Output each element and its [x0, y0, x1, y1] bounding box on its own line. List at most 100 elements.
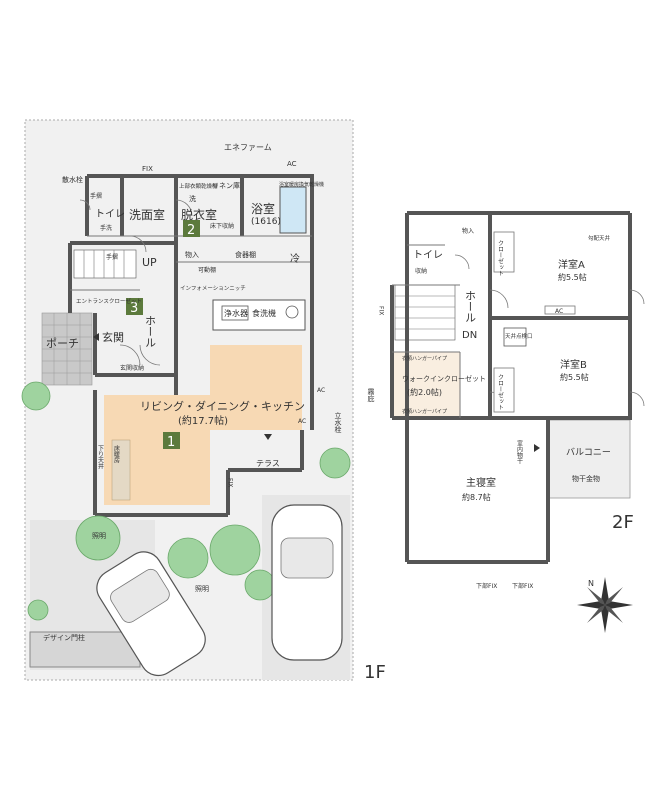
- floor-label-1f: 1F: [364, 662, 386, 683]
- label-indoor-dry: 室内物干: [516, 439, 523, 465]
- label-hall-2f: ホール: [464, 290, 477, 323]
- label-room-a-size: 約5.5帖: [558, 272, 587, 282]
- label-ac-outdoor: AC: [287, 160, 297, 168]
- label-enefarm: エネファーム: [224, 143, 272, 152]
- closet-a: [493, 231, 515, 273]
- label-cupboard: 食器棚: [235, 250, 256, 259]
- label-wic: ウォークインクローゼット: [402, 374, 486, 383]
- label-hanger-bottom: 衣類ハンガーパイプ: [402, 408, 447, 415]
- label-toilet-storage: 手洗: [100, 224, 112, 232]
- badge-3: [126, 298, 143, 315]
- label-up: UP: [142, 256, 157, 269]
- label-dry-rack: 物干金物: [572, 474, 600, 483]
- label-closet-b: クローゼット: [497, 374, 504, 410]
- ceiling-hatch: [503, 327, 527, 347]
- floor-label-2f: 2F: [612, 512, 634, 533]
- label-faucet: 立水栓: [334, 411, 342, 434]
- labels-1f: 1F エネファーム AC FIX 散水栓 トイレ 手摺 手洗 洗面室 脱衣室 2…: [43, 143, 386, 683]
- label-fix-bottom-b: 下部FIX: [512, 582, 533, 590]
- label-hanger-top: 衣類ハンガーパイプ: [402, 355, 447, 362]
- indoor-dry-arrow-icon: [534, 444, 540, 452]
- labels-2f: 2F トイレ 収納 物入 ホール DN FIX 洋室A 約5.5帖 クローゼット…: [367, 227, 634, 590]
- label-bath-note: 浴室暖房換気乾燥機: [279, 181, 324, 188]
- label-balcony: バルコニー: [566, 447, 611, 458]
- bathtub: [279, 186, 307, 234]
- label-storage-b: 可動棚: [198, 266, 216, 274]
- label-handrail-a: 手摺: [106, 253, 118, 261]
- label-hall-1f: ホール: [144, 315, 157, 348]
- label-closet-a: クローゼット: [497, 240, 504, 276]
- floor-1: [21, 119, 354, 681]
- ldk-window-arrow-icon: [264, 434, 272, 440]
- label-washroom: 洗面室: [129, 207, 165, 222]
- label-entry: 玄関: [102, 330, 124, 344]
- label-terrace: テラス: [256, 459, 280, 468]
- label-room-b-size: 約5.5帖: [560, 372, 589, 382]
- label-toilet-handrail: 手摺: [90, 192, 102, 200]
- label-toilet-1f: トイレ: [95, 209, 125, 220]
- label-fix-bottom-a: 下部FIX: [476, 582, 497, 590]
- label-linen: リネン庫: [212, 181, 240, 190]
- ac-unit-a: [544, 305, 576, 315]
- label-ac-side: AC: [317, 387, 325, 394]
- label-badge-2: 2: [187, 223, 195, 238]
- doors-2f: [454, 254, 645, 411]
- label-ldk: リビング・ダイニング・キッチン: [140, 399, 305, 413]
- label-bath-size: (1616): [251, 217, 281, 227]
- label-compass-n: N: [588, 579, 594, 588]
- stairs-2f: [394, 284, 456, 341]
- walls-2f: [390, 211, 632, 564]
- label-water-purifier: 浄水器: [224, 308, 248, 318]
- label-fridge: 冷: [290, 252, 300, 265]
- label-dryer: 上部衣類乾燥機: [179, 182, 218, 190]
- label-entrance-closet: エントランスクローゼット: [76, 297, 142, 305]
- label-fix-2f: FIX: [378, 306, 385, 315]
- ldk-step: [111, 439, 131, 501]
- walls-1f: [68, 174, 314, 517]
- doors-1f: [79, 199, 193, 366]
- label-dressing: 脱衣室: [181, 207, 217, 222]
- label-shoebox: 玄関収納: [120, 364, 144, 372]
- label-ldk-size: (約17.7帖): [178, 414, 228, 427]
- wic-floor: [392, 352, 460, 418]
- label-sprinkler: 散水栓: [62, 175, 83, 184]
- label-bath: 浴室: [251, 201, 275, 216]
- closet-b: [493, 367, 515, 413]
- trees: [21, 381, 351, 621]
- car-left: [96, 551, 206, 677]
- stairs-1f: [73, 249, 137, 279]
- label-room-a: 洋室A: [558, 258, 585, 271]
- balcony-floor: [547, 419, 631, 499]
- label-wic-size: (約2.0帖): [407, 387, 442, 397]
- label-badge-1: 1: [167, 435, 175, 450]
- label-master-size: 約8.7帖: [462, 492, 491, 502]
- label-storage-a: 物入: [185, 250, 199, 259]
- entry-arrow-icon: [93, 333, 99, 341]
- label-info-niche: インフォメーションニッチ: [180, 285, 246, 292]
- label-ceiling-note: 下り天井: [97, 445, 104, 470]
- floor-2: [390, 211, 645, 633]
- label-fix-side: FIX: [227, 478, 234, 487]
- label-light-a: 照明: [92, 532, 106, 540]
- label-porch: ポーチ: [46, 337, 79, 350]
- ldk-floor-b: [210, 345, 302, 430]
- compass-icon: [577, 577, 633, 633]
- label-dn: DN: [462, 330, 477, 341]
- car-right: [271, 504, 343, 661]
- label-underfloor: 床下収納: [210, 222, 234, 230]
- label-master: 主寝室: [466, 476, 496, 489]
- label-ceiling-a: 勾配天井: [588, 234, 611, 242]
- label-badge-3: 3: [130, 301, 138, 316]
- label-ac-a: AC: [555, 308, 563, 315]
- badge-2: [183, 220, 200, 237]
- label-washer: 洗: [189, 194, 196, 203]
- label-roof: 霧庇: [367, 388, 375, 403]
- label-storage-2f-a: 収納: [415, 267, 427, 275]
- label-ac-room: AC: [298, 418, 306, 425]
- label-room-b: 洋室B: [560, 358, 587, 371]
- label-storage-2f-b: 物入: [462, 227, 474, 235]
- thin-walls-2f: [392, 244, 461, 418]
- label-light-b: 照明: [195, 585, 209, 593]
- label-floor-heating: 床暖房: [113, 444, 120, 464]
- water-purifier-box: [221, 305, 249, 321]
